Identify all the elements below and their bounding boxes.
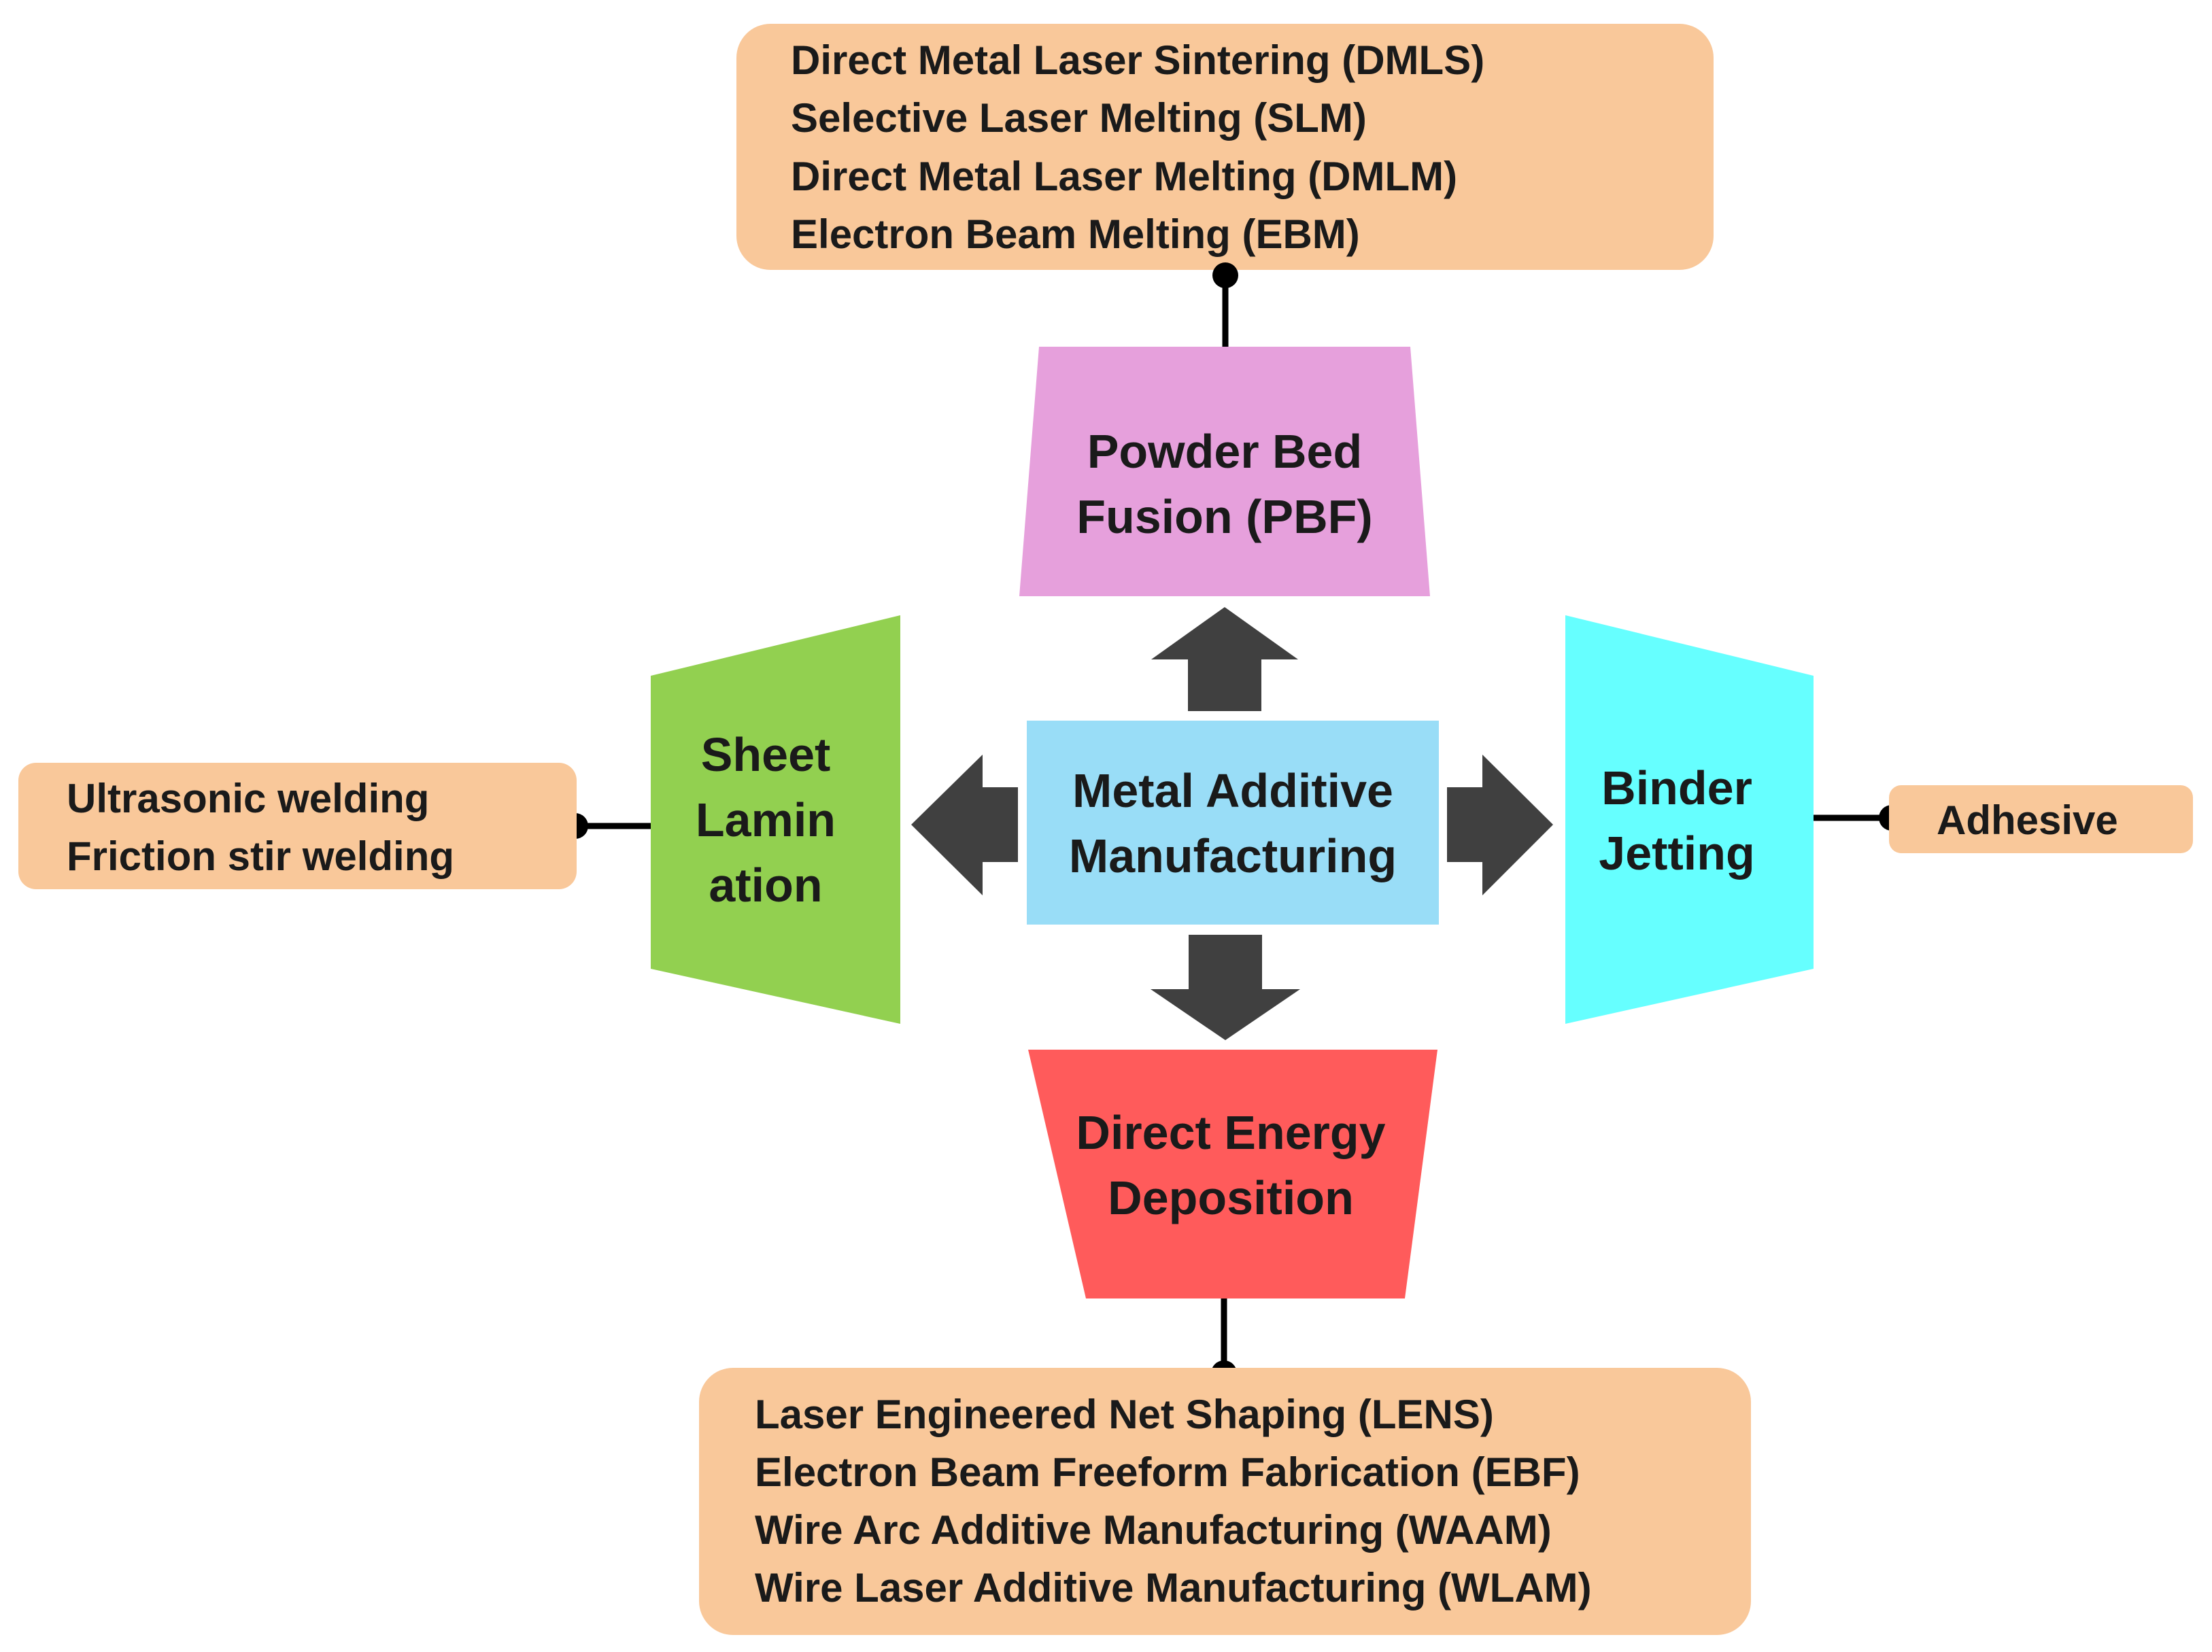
binder-jetting-label-line-2: Jetting [1599, 827, 1754, 880]
ded-example-4: Wire Laser Additive Manufacturing (WLAM) [755, 1565, 1592, 1611]
arrow-up [1151, 607, 1298, 711]
binder-jetting-examples-callout: Adhesive [1889, 785, 2193, 853]
pbf-label-line-2: Fusion (PBF) [1076, 490, 1372, 543]
center-box [1027, 721, 1439, 925]
sheet-lamination-node: Sheet Lamin ation [651, 615, 900, 1024]
pbf-example-3: Direct Metal Laser Melting (DMLM) [791, 154, 1457, 199]
ded-example-3: Wire Arc Additive Manufacturing (WAAM) [755, 1507, 1552, 1553]
pbf-example-2: Selective Laser Melting (SLM) [791, 95, 1367, 141]
sheet-lamination-shape [651, 615, 900, 1024]
binder-jetting-shape [1565, 615, 1814, 1024]
arrow-right [1447, 755, 1553, 895]
ded-node: Direct Energy Deposition [1028, 1050, 1437, 1298]
sheet-lamination-example-1: Ultrasonic welding [67, 776, 429, 821]
center-label-line-1: Metal Additive [1072, 764, 1393, 817]
sheet-lamination-example-2: Friction stir welding [67, 833, 454, 879]
sheet-lamination-label-line-1: Sheet [701, 728, 831, 781]
ded-example-2: Electron Beam Freeform Fabrication (EBF) [755, 1449, 1580, 1495]
pbf-connector [1212, 262, 1238, 347]
sheet-lamination-label-line-2: Lamin [696, 793, 836, 846]
center-node: Metal Additive Manufacturing [1027, 721, 1439, 925]
ded-shape [1028, 1050, 1437, 1298]
ded-examples-callout: Laser Engineered Net Shaping (LENS) Elec… [699, 1368, 1751, 1635]
pbf-examples-callout: Direct Metal Laser Sintering (DMLS) Sele… [736, 24, 1714, 270]
binder-jetting-node: Binder Jetting [1565, 615, 1814, 1024]
pbf-example-1: Direct Metal Laser Sintering (DMLS) [791, 37, 1484, 83]
sheet-lamination-callout-box [18, 763, 577, 889]
pbf-label-line-1: Powder Bed [1087, 425, 1363, 478]
ded-label-line-1: Direct Energy [1076, 1106, 1385, 1159]
sheet-lamination-label-line-3: ation [709, 859, 822, 912]
center-label-line-2: Manufacturing [1069, 829, 1397, 882]
ded-callout-box [699, 1368, 1751, 1635]
ded-label-line-2: Deposition [1108, 1171, 1354, 1224]
pbf-shape [1019, 347, 1430, 596]
arrow-left [911, 755, 1018, 895]
arrow-down [1151, 935, 1300, 1040]
ded-example-1: Laser Engineered Net Shaping (LENS) [755, 1392, 1494, 1437]
sheet-lamination-examples-callout: Ultrasonic welding Friction stir welding [18, 763, 577, 889]
binder-jetting-callout-box [1889, 785, 2193, 853]
pbf-example-4: Electron Beam Melting (EBM) [791, 211, 1360, 257]
pbf-node: Powder Bed Fusion (PBF) [1019, 347, 1430, 596]
binder-jetting-label-line-1: Binder [1601, 761, 1752, 814]
pbf-callout-box [736, 24, 1714, 270]
binder-jetting-example-1: Adhesive [1937, 797, 2118, 843]
